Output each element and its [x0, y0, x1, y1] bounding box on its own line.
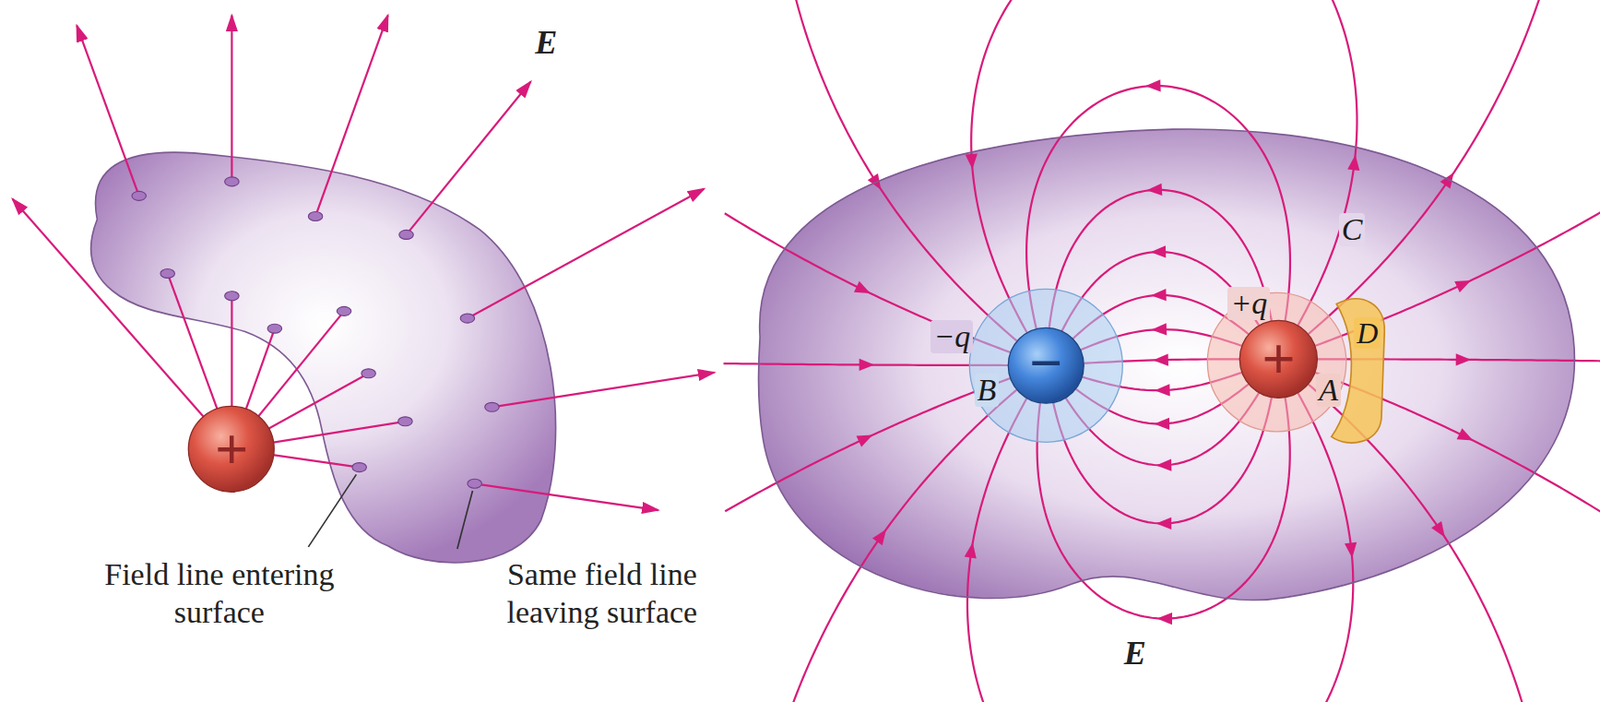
field-arrowhead: [872, 525, 891, 546]
field-line: [76, 25, 139, 197]
field-line: [474, 483, 659, 510]
field-arrowhead: [1155, 458, 1172, 472]
field-arrowhead: [1454, 274, 1474, 293]
callout-text: Same field line leaving surface: [478, 556, 726, 632]
field-arrowhead: [1154, 383, 1171, 397]
crossing-marks: [131, 177, 499, 488]
charge-sign: −: [1029, 333, 1063, 393]
field-arrowhead: [1150, 322, 1167, 336]
field-arrowhead: [1456, 353, 1472, 366]
point-charge-shape: [189, 405, 275, 492]
field-line: [790, 389, 1018, 702]
crossing-mark: [398, 416, 413, 427]
field-arrowhead: [1152, 353, 1169, 367]
surface-label: A: [1315, 373, 1341, 407]
field-arrowhead: [856, 428, 877, 447]
crossing-mark: [352, 462, 367, 473]
field-line: [406, 81, 532, 235]
field-line: [971, 0, 1027, 333]
point-charge: +: [185, 402, 278, 496]
small-surface-shape: [1331, 298, 1386, 443]
closed-surface: [90, 152, 556, 563]
field-line: [315, 15, 389, 217]
crossing-mark: [308, 212, 322, 222]
closed-surface: −−qB++qADC: [739, 112, 1597, 629]
field-arrowhead: [965, 154, 979, 170]
field-arrowhead: [1150, 288, 1167, 302]
closed-surface-shape: [758, 129, 1576, 600]
crossing-mark: [131, 190, 146, 201]
crossing-mark: [225, 291, 239, 301]
field-arrowhead: [1156, 517, 1173, 530]
field-line: [967, 397, 1028, 702]
node-outline: [739, 112, 1597, 629]
charge-label: +q: [1227, 286, 1270, 320]
surface-label: D: [1353, 317, 1381, 349]
field-arrowhead: [1431, 521, 1450, 541]
field-arrowhead: [1153, 417, 1170, 431]
field-arrowhead: [859, 358, 876, 371]
leader-line: [308, 474, 356, 547]
charge-sign: +: [1261, 329, 1295, 389]
field-arrowhead: [1344, 542, 1359, 559]
field-symbol: E⃗: [532, 23, 586, 63]
gaussian-sphere: + +qA: [1204, 289, 1350, 435]
crossing-mark: [361, 368, 376, 379]
field-arrowhead: [1156, 612, 1173, 625]
surface-label: C: [1339, 213, 1366, 247]
field-line: [230, 15, 233, 182]
field-arrowhead: [1146, 183, 1162, 197]
callout-text: Field line entering surface: [95, 556, 344, 632]
charge-sign: +: [214, 419, 249, 479]
field-lines: [12, 15, 715, 510]
crossing-mark: [399, 229, 414, 239]
point-charge: −: [1005, 324, 1088, 407]
field-line: [1307, 0, 1542, 334]
surface-label: B: [974, 373, 1000, 407]
field-arrowhead: [1145, 79, 1162, 93]
field-line: [1297, 0, 1357, 326]
leader-line: [457, 490, 474, 549]
field-line: [724, 378, 1010, 511]
point-charge-shape: [1007, 327, 1084, 403]
field-line: [467, 189, 705, 319]
leader-lines: [308, 474, 473, 549]
crossing-mark: [336, 306, 351, 316]
small-surface: D: [1324, 288, 1390, 454]
node-outline: [1324, 288, 1390, 454]
field-symbol: E⃗: [1121, 633, 1175, 674]
field-arrowhead: [1457, 427, 1477, 446]
field-arrowhead: [964, 541, 980, 558]
field-arrowhead: [867, 173, 887, 193]
crossing-mark: [485, 402, 499, 412]
crossing-mark: [225, 177, 239, 187]
gaussian-sphere: −−qB: [966, 285, 1126, 446]
point-charge: +: [1236, 317, 1321, 402]
charge-label: −q: [930, 320, 973, 354]
crossing-mark: [467, 478, 482, 488]
gaussian-sphere-shape: [969, 288, 1123, 442]
crossing-mark: [267, 323, 282, 333]
point-charge-shape: [1239, 320, 1317, 398]
field-arrowhead: [1347, 154, 1362, 171]
dipole-field-lines: [723, 0, 1600, 702]
crossing-mark: [160, 268, 175, 278]
field-arrowhead: [853, 281, 874, 299]
crossing-mark: [460, 313, 475, 323]
field-line: [491, 372, 714, 408]
field-arrowhead: [1149, 245, 1166, 259]
field-line: [12, 199, 233, 450]
